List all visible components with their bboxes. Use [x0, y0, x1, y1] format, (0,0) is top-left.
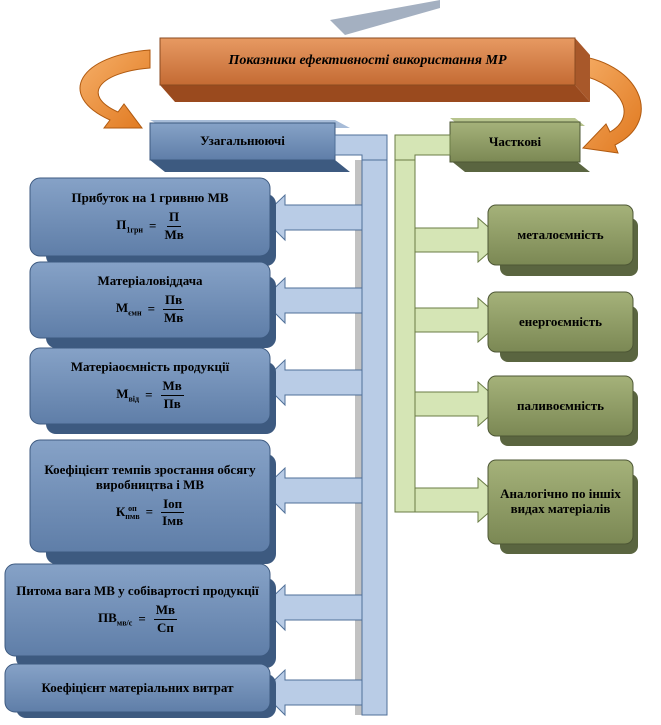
partial-box-2 — [487, 291, 634, 353]
blue-bus — [361, 141, 388, 716]
general-box-3 — [29, 347, 271, 425]
partial-item-3: паливоємність — [517, 397, 604, 413]
general-boxes — [4, 177, 276, 718]
partial-item-2: енергоємність — [519, 313, 602, 329]
title-box — [159, 37, 576, 86]
partial-item-4: Аналогічно по іншіх видах матеріалів — [500, 486, 621, 516]
blue-bus-connector — [334, 134, 388, 161]
general-item-4: Коефіцієнт темпів зростання обсягу вироб… — [40, 440, 260, 552]
arrow-to-item-2 — [261, 276, 363, 325]
partial-boxes — [487, 204, 638, 554]
title-box-depth — [160, 85, 590, 102]
general-item-4-text: Коефіцієнт темпів зростання обсягу вироб… — [44, 461, 256, 492]
partial-item-1: металоємність — [517, 226, 604, 242]
general-box-5 — [4, 563, 271, 657]
general-item-5-text: Питома вага МВ у собівартості продукції — [16, 583, 259, 599]
general-box-4 — [29, 439, 271, 553]
general-box-2 — [29, 261, 271, 339]
general-item-1-text: Прибуток на 1 гривню МВ — [71, 190, 229, 206]
partial-header-depth — [450, 160, 590, 172]
arrow-to-item-6 — [261, 668, 363, 717]
title-shade — [330, 0, 440, 35]
general-header-label: Узагальнюючі — [200, 133, 285, 149]
arrow-to-item-4 — [261, 466, 363, 515]
arrow-to-item-3 — [261, 358, 363, 407]
general-item-5: Питома вага МВ у собівартості продукції … — [10, 564, 265, 656]
partial-box-4 — [487, 459, 634, 545]
partial-box-3 — [487, 375, 634, 437]
partial-header-box — [449, 121, 581, 163]
general-box-6 — [4, 663, 271, 713]
general-header-box — [149, 122, 336, 161]
diagram-title: Показники ефективності використання МР — [228, 53, 507, 69]
arrow-to-item-1 — [261, 193, 363, 242]
green-bus — [394, 141, 416, 513]
partial-header-label: Часткові — [488, 133, 542, 149]
general-header-depth — [150, 160, 350, 172]
general-box-1 — [29, 177, 271, 257]
title-box-side — [575, 38, 590, 102]
right-curved-arrow — [569, 54, 642, 154]
arrow-to-item-5 — [261, 583, 363, 632]
general-item-2-text: Матеріаловіддача — [97, 273, 203, 289]
left-arrows — [261, 193, 363, 717]
partial-box-1 — [487, 204, 634, 266]
green-bus-connector — [394, 134, 451, 161]
general-item-6: Коефіцієнт матеріальних витрат — [41, 679, 234, 695]
general-item-3-text: Матеріаоємність продукції — [70, 359, 230, 375]
left-curved-arrow — [79, 49, 151, 129]
